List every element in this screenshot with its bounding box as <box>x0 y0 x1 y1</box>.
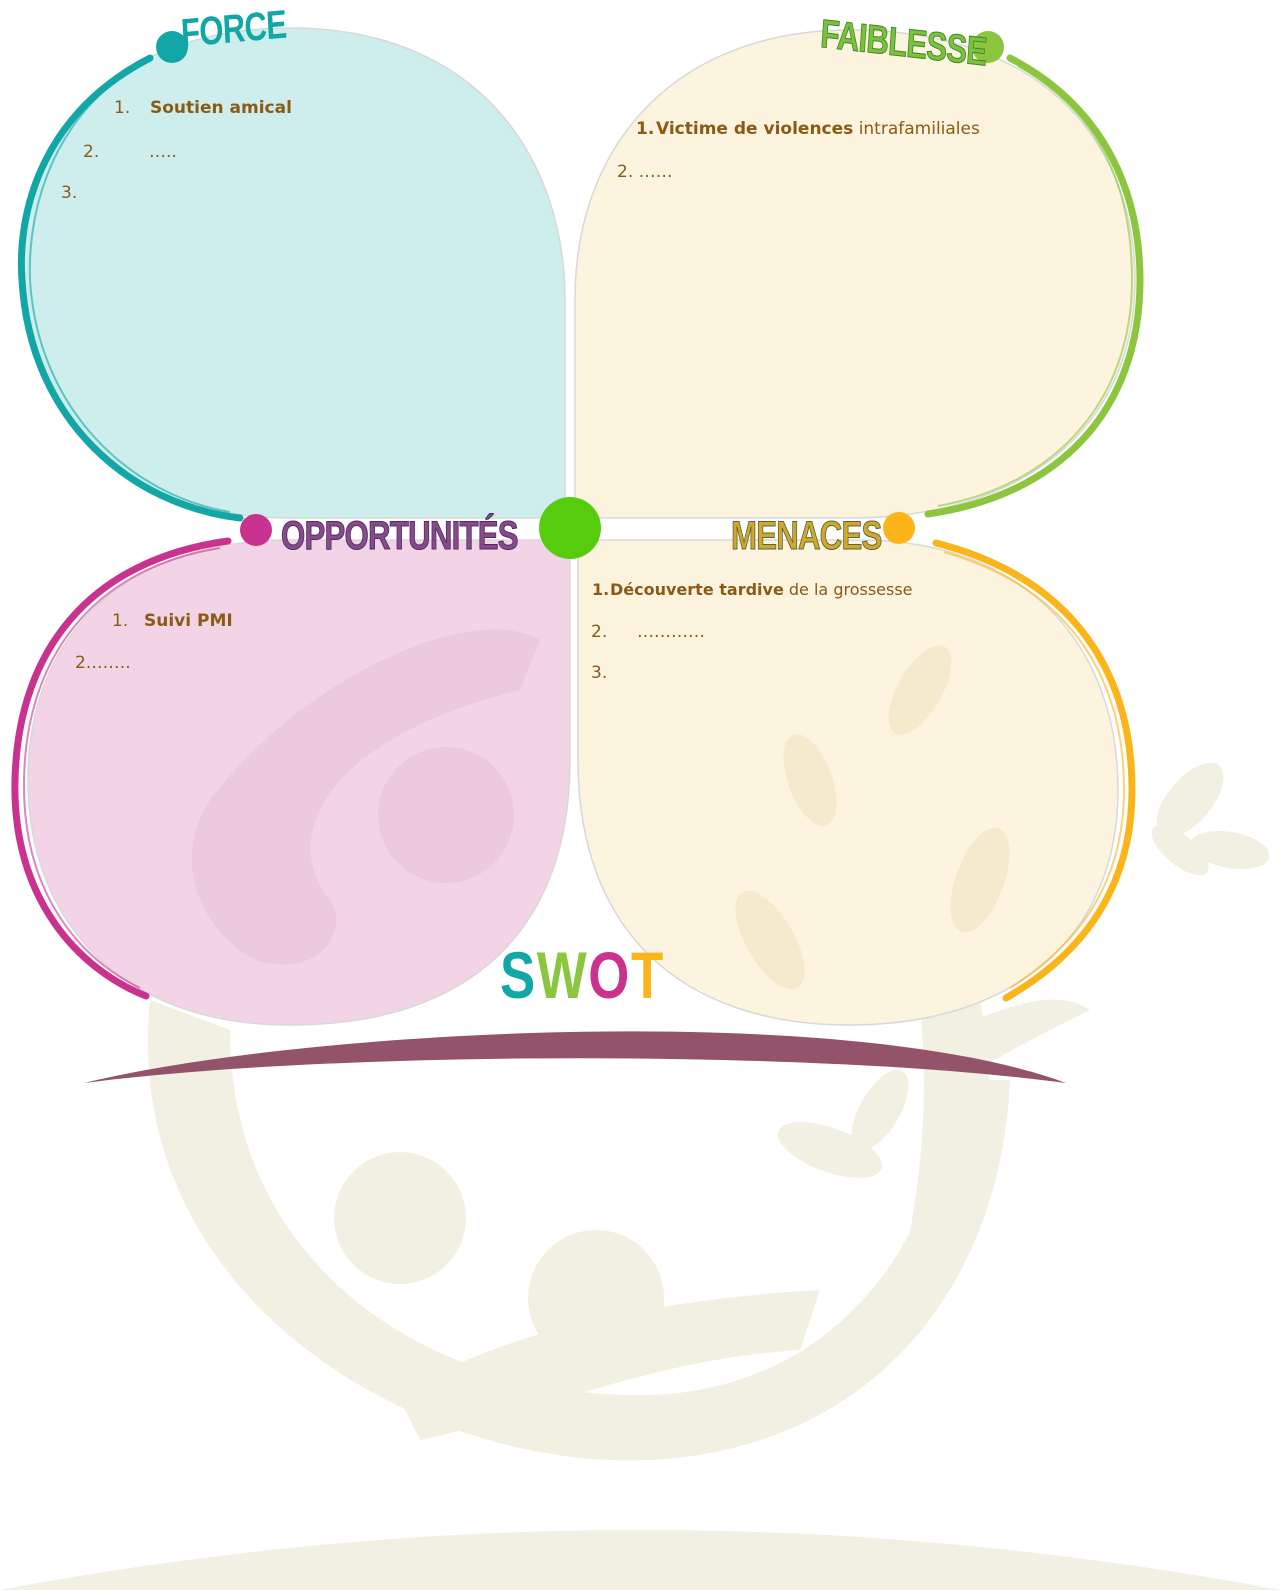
opportunites-title: OPPORTUNITÉS <box>281 514 519 558</box>
faiblesse-item-2-number: 2. <box>617 162 634 182</box>
force-item-3: 3. <box>61 185 77 202</box>
force-title: FORCE <box>179 2 288 56</box>
center-dot <box>539 497 601 559</box>
force-item-3-number: 3. <box>61 183 78 203</box>
force-petal <box>21 27 566 519</box>
opportunites-arc <box>11 537 232 1000</box>
faiblesse-item-1-number: 1. <box>636 119 655 139</box>
menaces-item-3: 3. <box>591 665 607 682</box>
menaces-item-1-text: de la grossesse <box>788 580 913 599</box>
base-arc <box>84 1031 1066 1083</box>
opportunites-item-2-number: 2. <box>75 653 92 673</box>
swot-letter-w: W <box>536 938 589 1012</box>
menaces-dot <box>883 512 915 544</box>
force-item-1: 1. Soutien amical <box>114 100 292 117</box>
swot-letter-o: O <box>588 938 631 1012</box>
faiblesse-item-2: 2. …… <box>617 164 673 181</box>
faiblesse-dot <box>972 31 1004 63</box>
faiblesse-arc <box>924 54 1144 518</box>
opportunites-item-1: 1. Suivi PMI <box>112 613 233 630</box>
swot-letter-t: T <box>630 938 665 1012</box>
faiblesse-item-2-text: …… <box>638 162 673 182</box>
menaces-item-2-text: ………… <box>637 622 705 642</box>
force-item-1-number: 1. <box>114 98 131 118</box>
opportunites-item-2-text: ……. <box>91 653 131 673</box>
opportunites-item-1-number: 1. <box>112 611 129 631</box>
swot-title: SWOT <box>500 942 665 1008</box>
menaces-item-3-number: 3. <box>591 663 608 683</box>
opportunites-item-2: 2.……. <box>75 655 131 672</box>
force-item-2-text: ….. <box>149 142 177 162</box>
menaces-item-1-number: 1. <box>592 580 610 599</box>
faiblesse-item-1-bold: Victime de violences <box>656 119 854 139</box>
faiblesse-item-1-text: intrafamiliales <box>858 119 980 139</box>
petal-watermark <box>191 629 1010 990</box>
menaces-item-1: 1.Découverte tardive de la grossesse <box>592 582 913 598</box>
menaces-arc <box>932 539 1136 1002</box>
force-dot <box>156 31 188 63</box>
force-item-2: 2. ….. <box>83 144 177 161</box>
faiblesse-item-1: 1.Victime de violences intrafamiliales <box>636 121 980 138</box>
swot-letter-s: S <box>500 938 537 1012</box>
menaces-title: MENACES <box>731 514 883 558</box>
force-item-2-number: 2. <box>83 142 100 162</box>
menaces-item-2: 2. ………… <box>591 624 705 641</box>
faiblesse-petal <box>574 29 1136 519</box>
force-arc <box>17 54 244 522</box>
opportunites-dot <box>240 514 272 546</box>
menaces-item-1-bold: Découverte tardive <box>610 580 784 599</box>
opportunites-item-1-text: Suivi PMI <box>144 611 233 631</box>
opportunites-petal <box>27 539 571 1026</box>
watermark-logo <box>0 762 1280 1590</box>
menaces-item-2-number: 2. <box>591 622 608 642</box>
force-item-1-text: Soutien amical <box>150 98 292 118</box>
